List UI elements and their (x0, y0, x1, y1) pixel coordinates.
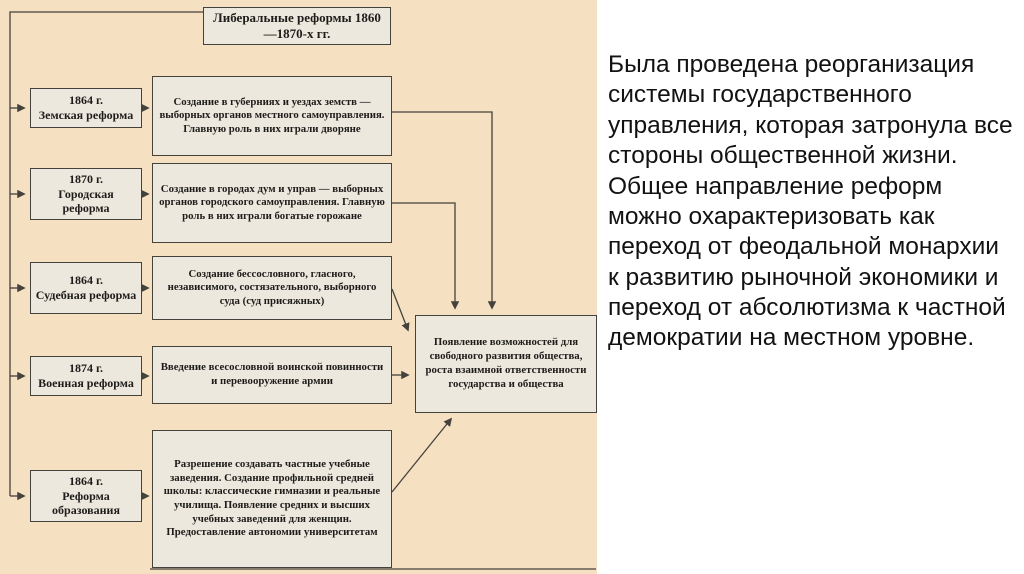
reform-desc-zemskaya: Создание в губерниях и уездах земств — в… (152, 76, 392, 156)
reform-year: 1864 г. (68, 273, 104, 288)
reform-desc-obrazovaniya: Разрешение создавать частные учебные зав… (152, 430, 392, 568)
reform-desc-voennaya: Введение всесословной воинской повинност… (152, 346, 392, 404)
reform-desc-text: Разрешение создавать частные учебные зав… (163, 458, 381, 539)
outcome-box: Появление возможностей для свободного ра… (415, 315, 597, 413)
trunk-line (9, 11, 203, 496)
reform-year: 1864 г. (68, 93, 104, 108)
reform-box-gorodskaya: 1870 г.Городская реформа (30, 168, 142, 220)
reform-desc-gorodskaya: Создание в городах дум и управ — выборны… (152, 163, 392, 243)
reform-name: Военная реформа (38, 376, 134, 390)
reforms-diagram: Либеральные реформы 1860—1870-х гг. 1864… (0, 0, 597, 574)
reform-desc-text: Создание в губерниях и уездах земств — в… (159, 95, 385, 135)
reform-year: 1874 г. (68, 361, 104, 376)
reform-year: 1870 г. (68, 172, 104, 187)
reform-box-obrazovaniya: 1864 г.Реформа образования (30, 470, 142, 522)
reform-desc-text: Введение всесословной воинской повинност… (160, 361, 384, 387)
reform-desc-sudebnaya: Создание бессословного, гласного, незави… (152, 256, 392, 320)
connector-lines (9, 11, 596, 570)
reform-name: Судебная реформа (35, 288, 137, 302)
diagram-title-text: Либеральные реформы 1860—1870-х гг. (213, 10, 381, 41)
reform-box-sudebnaya: 1864 г.Судебная реформа (30, 262, 142, 314)
reform-name: Городская реформа (58, 186, 114, 216)
outcome-text: Появление возможностей для свободного ра… (425, 336, 587, 390)
reform-name: Земская реформа (38, 108, 134, 122)
reform-name: Реформа образования (52, 488, 120, 518)
reform-year: 1864 г. (68, 474, 104, 489)
diagram-title: Либеральные реформы 1860—1870-х гг. (203, 7, 391, 45)
reform-box-zemskaya: 1864 г.Земская реформа (30, 88, 142, 128)
reform-desc-text: Создание бессословного, гласного, незави… (167, 267, 377, 307)
reform-box-voennaya: 1874 г.Военная реформа (30, 356, 142, 396)
reform-desc-text: Создание в городах дум и управ — выборны… (159, 182, 385, 222)
slide-caption: Была проведена реорганизация системы гос… (608, 51, 1013, 352)
